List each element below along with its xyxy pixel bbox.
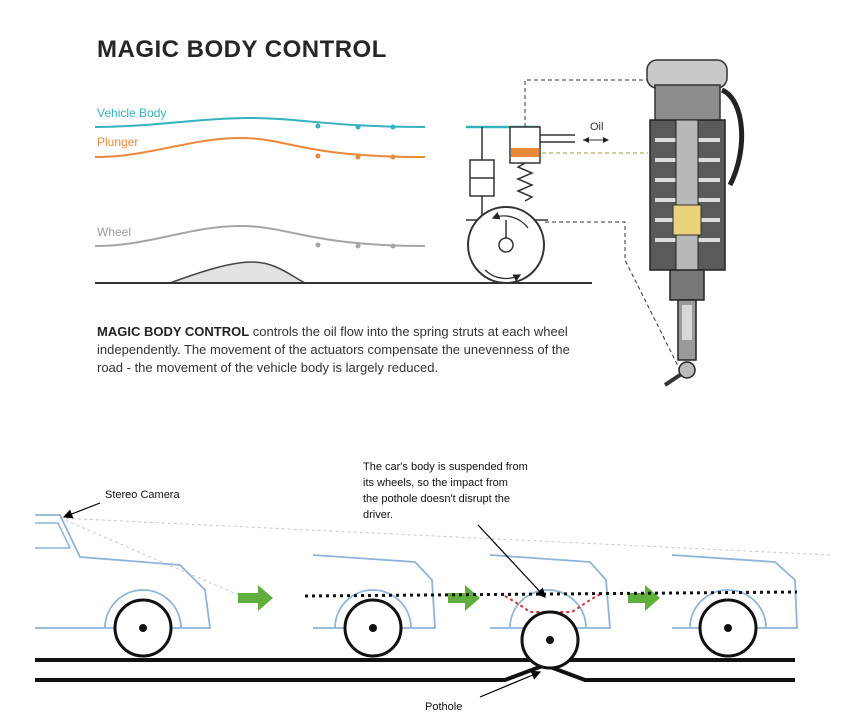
wheel-label: Wheel — [97, 225, 131, 239]
leader-line — [545, 221, 686, 381]
green-arrow — [238, 585, 273, 611]
plunger-label: Plunger — [97, 135, 138, 149]
bottom-scene: Stereo Camera The car's body is suspende… — [35, 461, 831, 713]
wheel-marker — [390, 243, 396, 249]
suspension-schematic: Oil — [466, 121, 609, 284]
description-text: controls the oil flow into the spring st… — [97, 324, 570, 375]
description-paragraph: MAGIC BODY CONTROL controls the oil flow… — [97, 323, 587, 377]
plunger-marker — [355, 154, 361, 160]
spring-strut-illustration — [646, 59, 745, 387]
vehicle-body-marker — [355, 124, 361, 130]
vehicle-body-label: Vehicle Body — [97, 106, 166, 120]
plunger-marker — [390, 154, 396, 160]
suspension-note-line: its wheels, so the impact from — [363, 477, 508, 489]
plunger-line — [94, 136, 426, 158]
suspension-note-line: the pothole doesn't disrupt the — [363, 493, 510, 505]
suspension-note-line: driver. — [363, 509, 393, 521]
green-arrow — [448, 585, 480, 611]
plunger-marker — [315, 153, 321, 159]
vehicle-body-line — [94, 116, 426, 128]
description-bold: MAGIC BODY CONTROL — [97, 324, 250, 339]
vehicle-body-marker — [390, 124, 396, 130]
diagram-title: MAGIC BODY CONTROL — [97, 36, 387, 63]
stereo-camera-label: Stereo Camera — [105, 489, 180, 501]
body-level-line — [304, 590, 798, 598]
plunger-piston — [511, 148, 539, 157]
road-bump — [169, 261, 306, 284]
green-arrow — [628, 585, 660, 611]
pothole-label: Pothole — [425, 701, 462, 713]
wheel-marker — [315, 242, 321, 248]
wheel-marker — [355, 243, 361, 249]
motion-graph: Vehicle Body Plunger Wheel — [94, 106, 592, 284]
wheel-line — [94, 224, 426, 247]
spring — [516, 162, 534, 202]
plunger-cylinder — [509, 126, 541, 164]
car-outline — [35, 514, 212, 629]
suspension-note-line: The car's body is suspended from — [363, 461, 528, 473]
leader-line — [524, 79, 648, 127]
vehicle-body-marker — [315, 123, 321, 129]
oil-label: Oil — [590, 121, 603, 133]
